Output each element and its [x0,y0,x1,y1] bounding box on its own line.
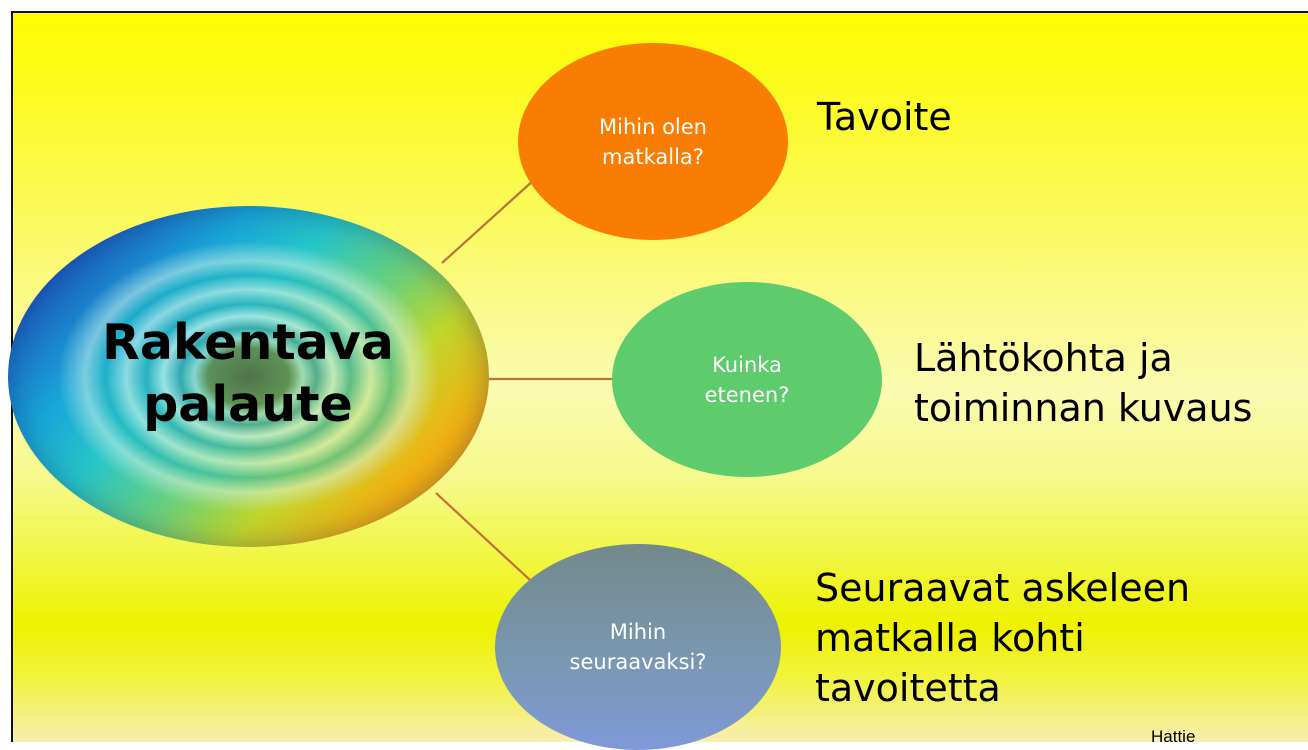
goal-question: Mihin olen matkalla? [599,114,707,169]
next-description: Seuraavat askeleen matkalla kohti tavoit… [815,566,1191,710]
progress-node: Kuinka etenen? [612,282,882,477]
connector-to-goal [441,169,546,264]
credit-label: Hattie [1151,727,1196,746]
goal-description: Tavoite [817,95,952,139]
center-ellipse [8,206,489,547]
connector-to-next [435,492,531,581]
goal-node: Mihin olen matkalla? [518,43,788,240]
progress-description: Lähtökohta ja toiminnan kuvaus [914,336,1253,430]
next-node: Mihin seuraavaksi? [495,544,781,750]
next-question: Mihin seuraavaksi? [569,620,707,674]
progress-question: Kuinka etenen? [704,352,790,407]
center-title: Rakentava palaute [102,314,394,433]
